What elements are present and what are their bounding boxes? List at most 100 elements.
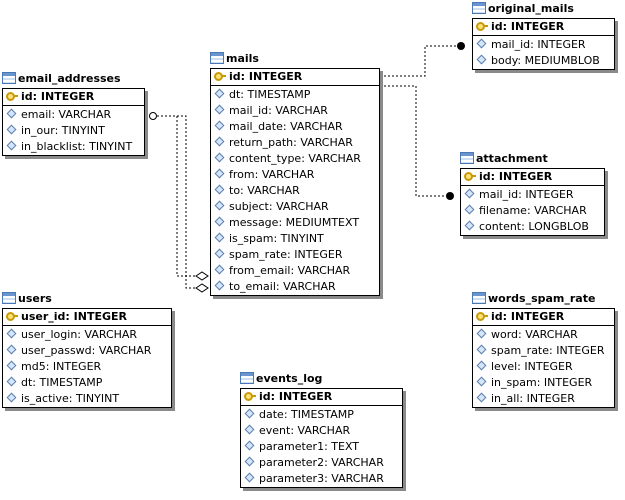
primary-key-row[interactable]: id: INTEGER <box>3 89 144 106</box>
field-name: parameter1 <box>259 440 325 453</box>
field-name: spam_rate <box>229 248 288 261</box>
field-name: level <box>491 360 518 373</box>
column-diamond-icon <box>6 328 17 339</box>
field-row[interactable]: return_path: VARCHAR <box>211 135 379 151</box>
field-row[interactable]: dt: TIMESTAMP <box>211 87 379 103</box>
separator: : <box>77 328 85 341</box>
field-name: user_passwd <box>21 344 92 357</box>
field-row[interactable]: in_spam: INTEGER <box>473 375 614 391</box>
field-row[interactable]: in_blacklist: TINYINT <box>3 139 144 155</box>
field-type: VARCHAR <box>525 328 578 341</box>
field-row[interactable]: user_login: VARCHAR <box>3 327 171 343</box>
field-row[interactable]: message: MEDIUMTEXT <box>211 215 379 231</box>
field-row[interactable]: mail_id: INTEGER <box>473 37 614 53</box>
field-row[interactable]: parameter2: VARCHAR <box>241 455 402 471</box>
field-name: in_spam <box>491 376 537 389</box>
separator: : <box>51 108 59 121</box>
field-type: TINYINT <box>280 232 324 245</box>
field-row[interactable]: md5: INTEGER <box>3 359 171 375</box>
field-name: email <box>21 108 52 121</box>
pk-name: id <box>491 20 503 33</box>
field-row[interactable]: subject: VARCHAR <box>211 199 379 215</box>
column-diamond-icon <box>214 120 225 131</box>
field-row[interactable]: in_our: TINYINT <box>3 123 144 139</box>
field-row[interactable]: from: VARCHAR <box>211 167 379 183</box>
field-row[interactable]: date: TIMESTAMP <box>241 407 402 423</box>
field-row[interactable]: level: INTEGER <box>473 359 614 375</box>
field-type: VARCHAR <box>275 104 328 117</box>
field-type: VARCHAR <box>331 472 384 485</box>
separator: : <box>32 90 41 103</box>
field-row[interactable]: parameter1: TEXT <box>241 439 402 455</box>
separator: : <box>240 88 248 101</box>
field-row[interactable]: dt: TIMESTAMP <box>3 375 171 391</box>
separator: : <box>530 38 538 51</box>
separator: : <box>273 232 281 245</box>
field-row[interactable]: filename: VARCHAR <box>461 203 604 219</box>
field-row[interactable]: event: VARCHAR <box>241 423 402 439</box>
separator: : <box>293 136 301 149</box>
field-type: VARCHAR <box>308 152 361 165</box>
field-type: VARCHAR <box>98 344 152 357</box>
separator: : <box>287 248 295 261</box>
field-name: event <box>259 424 291 437</box>
field-type: VARCHAR <box>283 280 336 293</box>
pk-type: INTEGER <box>510 20 565 33</box>
field-row[interactable]: mail_date: VARCHAR <box>211 119 379 135</box>
field-row[interactable]: to: VARCHAR <box>211 183 379 199</box>
separator: : <box>68 392 76 405</box>
primary-key-row[interactable]: id: INTEGER <box>461 169 604 186</box>
field-row[interactable]: mail_id: INTEGER <box>461 187 604 203</box>
primary-key-row[interactable]: id: INTEGER <box>473 309 614 326</box>
field-type: INTEGER <box>537 38 586 51</box>
field-row[interactable]: word: VARCHAR <box>473 327 614 343</box>
field-row[interactable]: email: VARCHAR <box>3 107 144 123</box>
field-type: INTEGER <box>543 376 593 389</box>
field-name: to <box>229 184 241 197</box>
field-row[interactable]: is_spam: TINYINT <box>211 231 379 247</box>
column-diamond-icon <box>6 376 17 387</box>
field-type: VARCHAR <box>300 136 353 149</box>
column-diamond-icon <box>476 376 487 387</box>
table-name: original_mails <box>488 2 574 15</box>
field-row[interactable]: spam_rate: INTEGER <box>473 343 614 359</box>
table-name: users <box>18 292 52 305</box>
column-diamond-icon <box>244 408 255 419</box>
field-name: content <box>479 220 522 233</box>
field-type: VARCHAR <box>247 184 300 197</box>
fk-end-dot <box>457 42 465 50</box>
separator: : <box>240 70 249 83</box>
field-row[interactable]: spam_rate: INTEGER <box>211 247 379 263</box>
field-row[interactable]: body: MEDIUMBLOB <box>473 53 614 69</box>
field-row[interactable]: in_all: INTEGER <box>473 391 614 407</box>
separator: : <box>324 472 332 485</box>
primary-key-row[interactable]: id: INTEGER <box>241 389 402 406</box>
field-row[interactable]: mail_id: VARCHAR <box>211 103 379 119</box>
field-row[interactable]: content_type: VARCHAR <box>211 151 379 167</box>
field-row[interactable]: from_email: VARCHAR <box>211 263 379 279</box>
primary-key-row[interactable]: id: INTEGER <box>473 19 614 36</box>
field-row[interactable]: content: LONGBLOB <box>461 219 604 235</box>
primary-key-row[interactable]: id: INTEGER <box>211 69 379 86</box>
separator: : <box>254 168 262 181</box>
field-name: in_all <box>491 392 520 405</box>
field-row[interactable]: is_active: TINYINT <box>3 391 171 407</box>
table-name: mails <box>226 52 259 65</box>
pk-type: INTEGER <box>278 390 333 403</box>
field-row[interactable]: user_passwd: VARCHAR <box>3 343 171 359</box>
table-name: email_addresses <box>18 72 121 85</box>
separator: : <box>81 140 90 153</box>
field-row[interactable]: parameter3: VARCHAR <box>241 471 402 487</box>
field-name: filename <box>479 204 527 217</box>
column-diamond-icon <box>214 152 225 163</box>
primary-key-row[interactable]: user_id: INTEGER <box>3 309 171 326</box>
field-row[interactable]: to_email: VARCHAR <box>211 279 379 295</box>
